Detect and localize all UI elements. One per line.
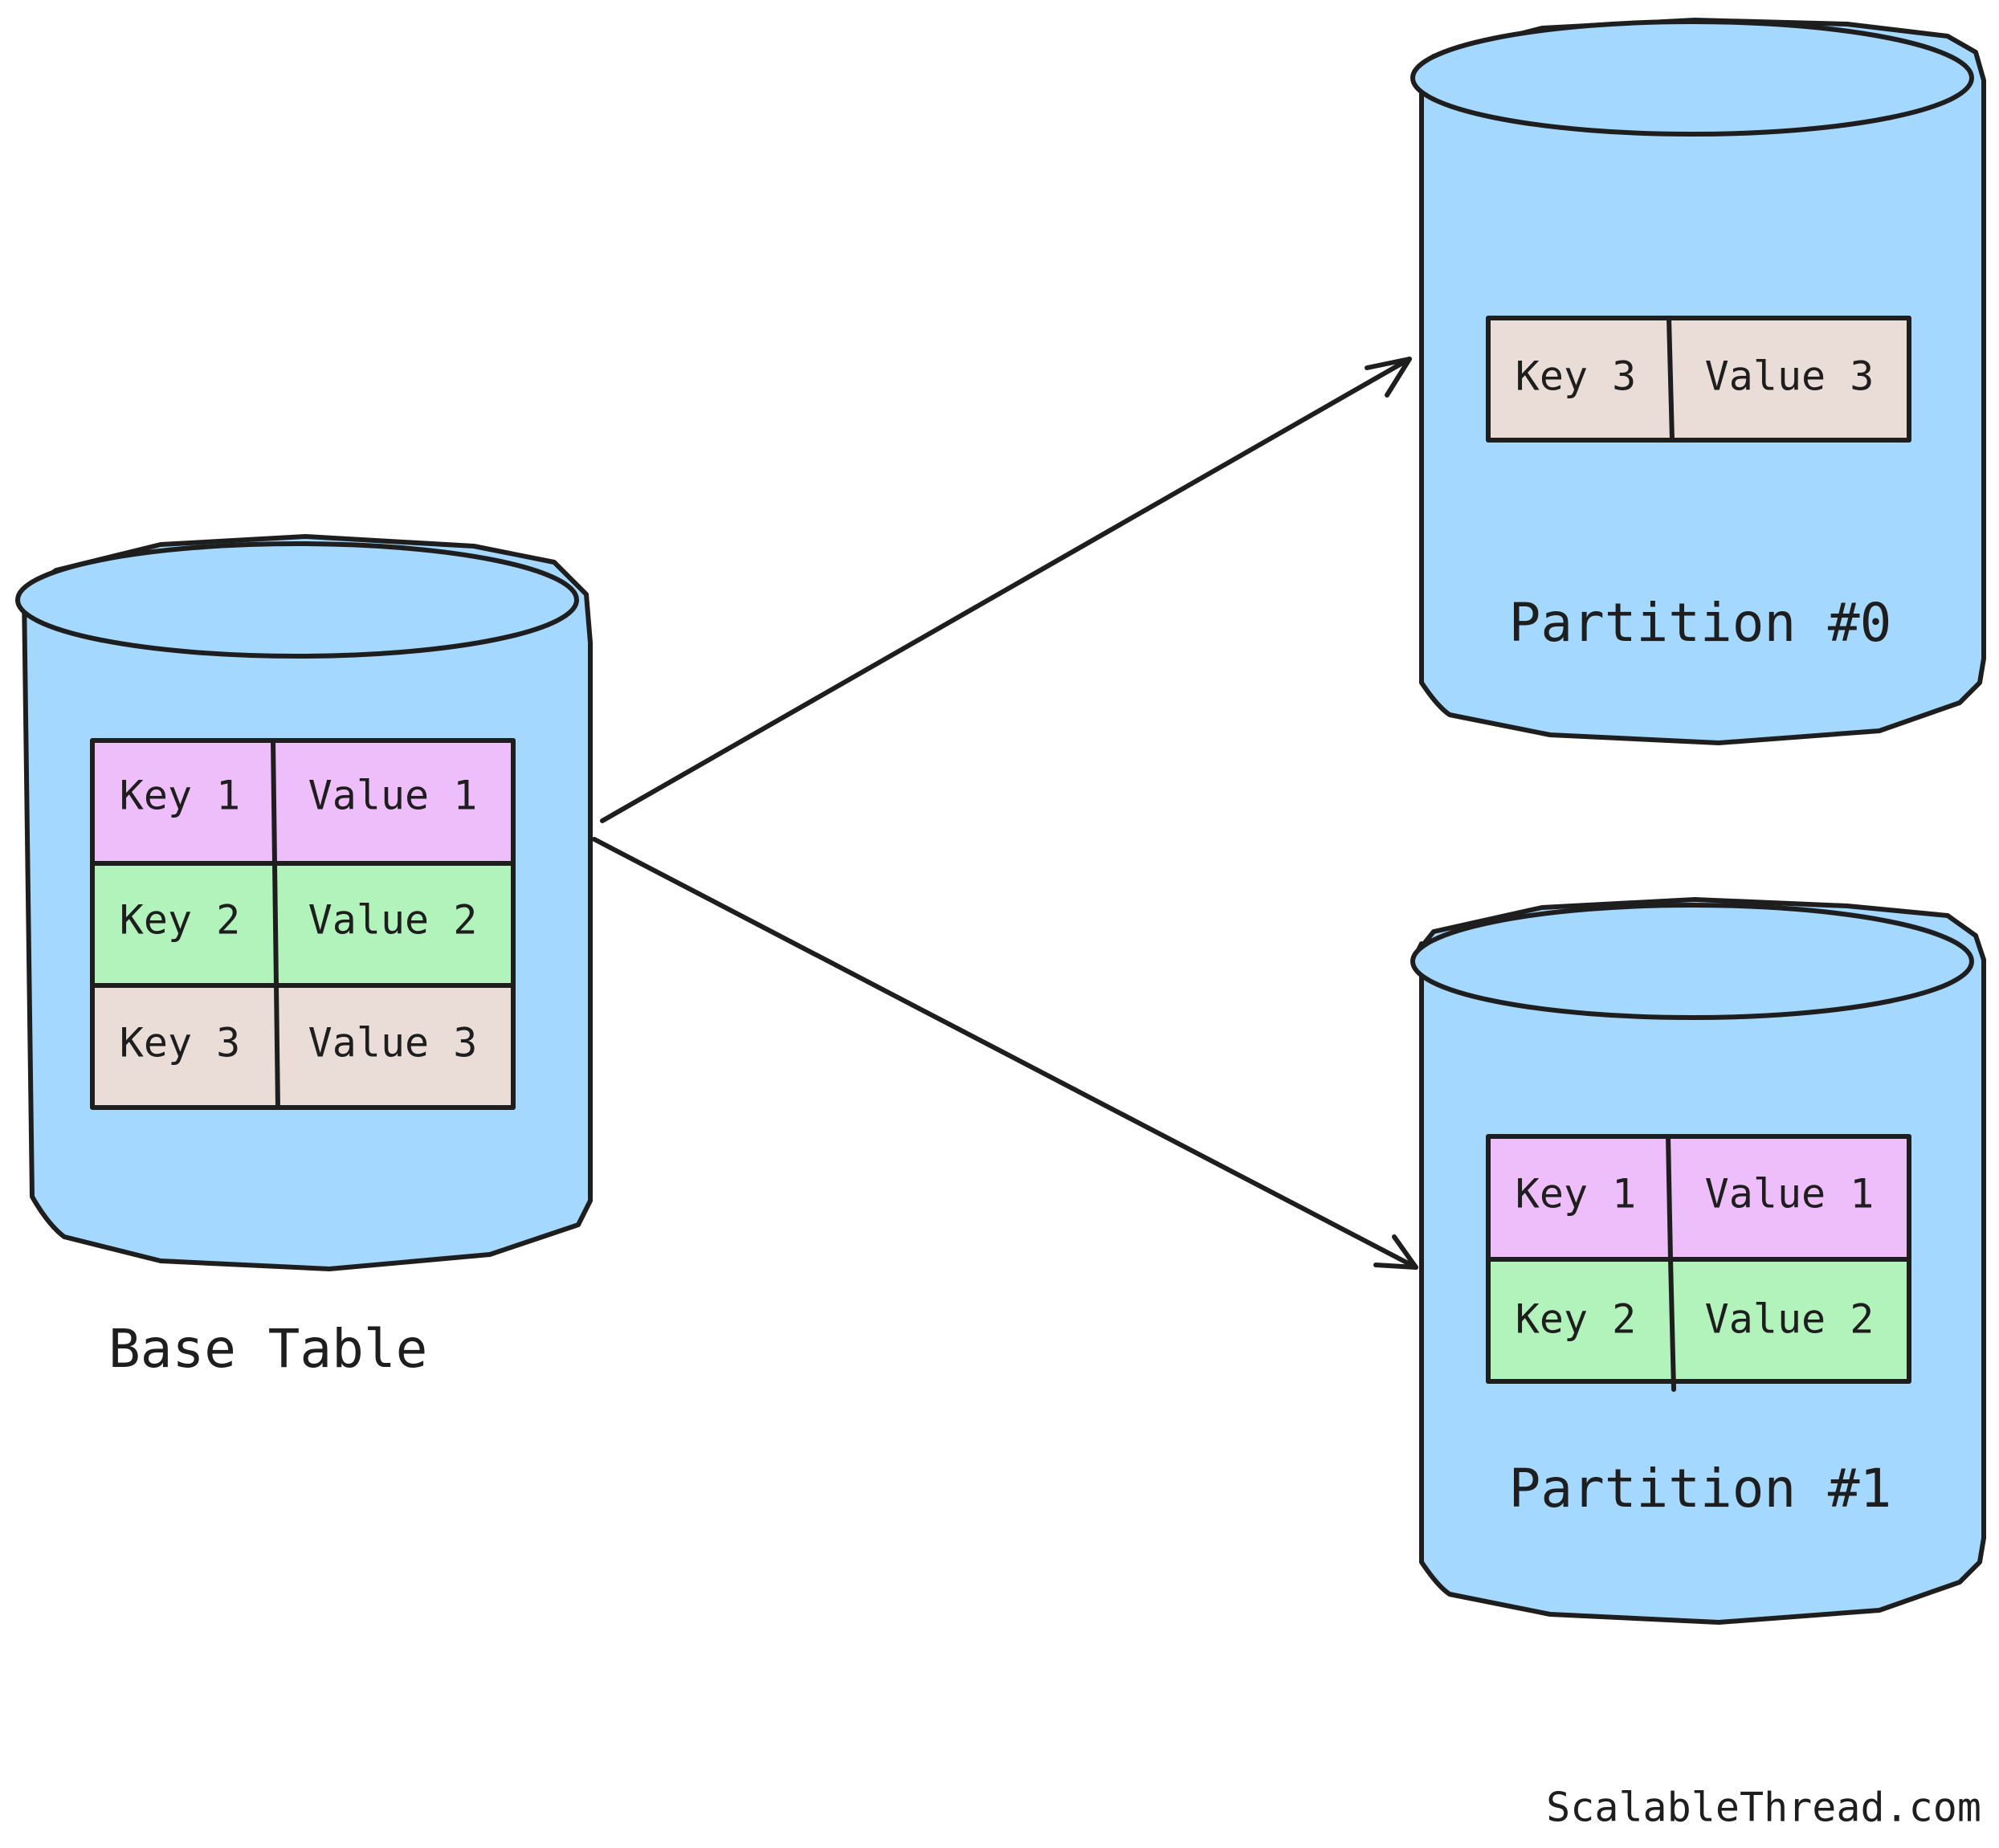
p1-row-1-bg xyxy=(1486,1134,1911,1262)
base-row-2-bg xyxy=(90,861,516,988)
p0-row-1-bg xyxy=(1486,316,1911,443)
p1-row-2-value: Value 2 xyxy=(1705,1296,1875,1343)
arrow-to-partition-0 xyxy=(600,357,1412,823)
p0-row-1-key: Key 3 xyxy=(1516,353,1637,400)
base-table-grid: Key 1 Value 1 Key 2 Value 2 Key 3 Value … xyxy=(90,738,516,1110)
p1-row-2-key: Key 2 xyxy=(1516,1296,1637,1343)
base-cylinder-top xyxy=(15,541,579,659)
base-row-3-bg xyxy=(90,983,516,1110)
base-table-label: Base Table xyxy=(108,1318,427,1380)
partition-1-label: Partition #1 xyxy=(1509,1458,1892,1520)
base-row-3-value: Value 3 xyxy=(308,1020,478,1067)
arrow-to-partition-0-head xyxy=(1365,357,1412,398)
partition-0-grid: Key 3 Value 3 xyxy=(1486,316,1911,443)
partition-0-label: Partition #0 xyxy=(1509,592,1892,654)
base-column-divider xyxy=(271,738,280,1110)
arrow-to-partition-1 xyxy=(592,837,1418,1270)
base-row-2-key: Key 2 xyxy=(120,897,241,944)
p1-row-1-value: Value 1 xyxy=(1705,1171,1875,1218)
partition-1-grid: Key 1 Value 1 Key 2 Value 2 xyxy=(1486,1134,1911,1392)
p1-row-2-bg xyxy=(1486,1257,1911,1384)
p0-column-divider xyxy=(1667,316,1675,443)
arrow-to-partition-1-head xyxy=(1373,1234,1418,1270)
base-row-2-value: Value 2 xyxy=(308,897,478,944)
p1-column-divider xyxy=(1666,1134,1676,1392)
p0-row-1-value: Value 3 xyxy=(1705,353,1875,400)
p1-row-1-key: Key 1 xyxy=(1516,1171,1637,1218)
partition-1-top xyxy=(1410,903,1974,1020)
base-row-1-value: Value 1 xyxy=(308,773,478,819)
base-row-1-key: Key 1 xyxy=(120,773,241,819)
arrow-to-partition-0-line xyxy=(600,357,1412,823)
base-row-3-key: Key 3 xyxy=(120,1020,241,1067)
arrow-to-partition-1-line xyxy=(592,837,1418,1270)
partition-0-top xyxy=(1410,19,1974,137)
footer-watermark: ScalableThread.com xyxy=(1546,1785,1981,1831)
